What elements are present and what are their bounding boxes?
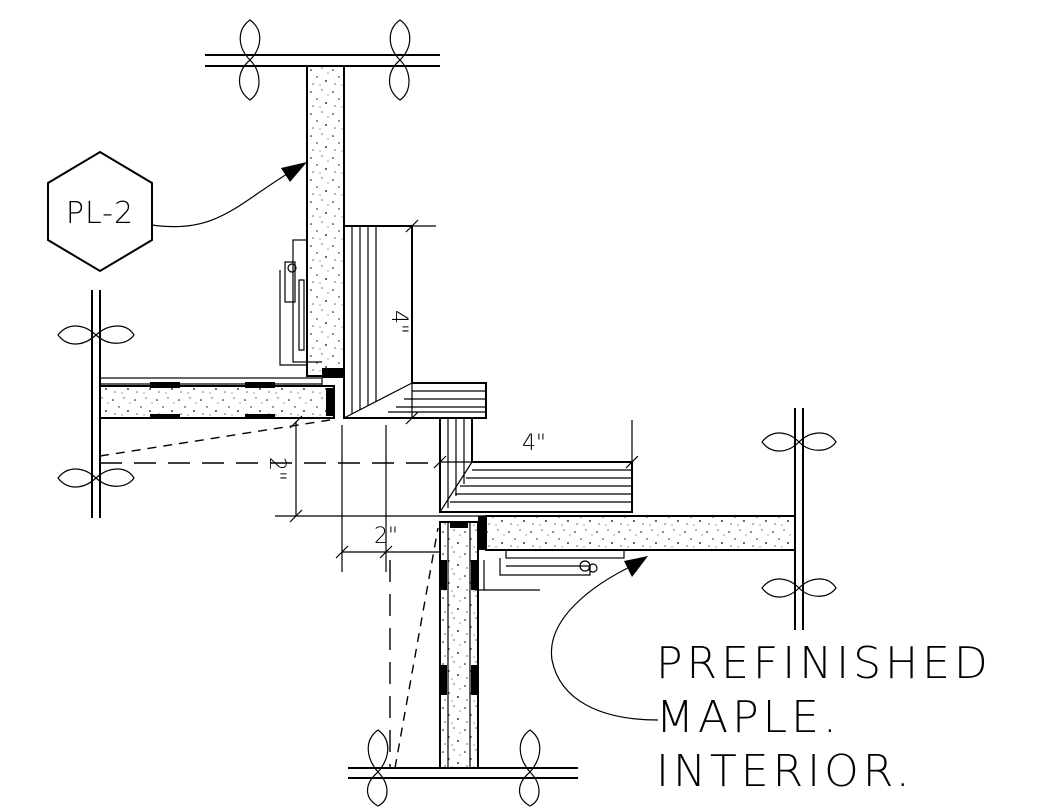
dim-offset-horizontal-text: 2" [374, 524, 398, 549]
lower-bracket-hardware [475, 549, 625, 591]
note-line-2: MAPLE. [656, 692, 841, 743]
dim-lower-horizontal-text: 4" [522, 431, 546, 456]
dimension-lower-horizontal: 4" [433, 420, 639, 469]
lower-vertical-panel [439, 521, 479, 769]
upper-maple-edge [343, 225, 487, 419]
left-horizontal-shelf [99, 377, 335, 419]
upper-vertical-panel [306, 65, 345, 378]
pl2-tag: PL-2 [47, 150, 307, 273]
leader-arrow-icon [281, 162, 307, 182]
upper-bracket-hardware [279, 239, 322, 366]
pl2-tag-text: PL-2 [66, 196, 134, 231]
right-horizontal-panel [440, 515, 796, 551]
dimension-upper-vertical: 4" [386, 219, 436, 425]
dimension-offset-horizontal: 2" [335, 425, 440, 572]
note-line-1: PREFINISHED [656, 638, 992, 689]
maple-note: PREFINISHED MAPLE. INTERIOR. [550, 556, 992, 797]
dim-offset-vertical-text: 2" [264, 457, 289, 481]
leader-arrow-icon [624, 556, 648, 577]
note-line-3: INTERIOR. [656, 746, 914, 797]
hexagon-tag-icon [47, 150, 153, 273]
dim-upper-vertical-text: 4" [386, 310, 411, 334]
dimension-offset-vertical: 2" [264, 415, 440, 523]
